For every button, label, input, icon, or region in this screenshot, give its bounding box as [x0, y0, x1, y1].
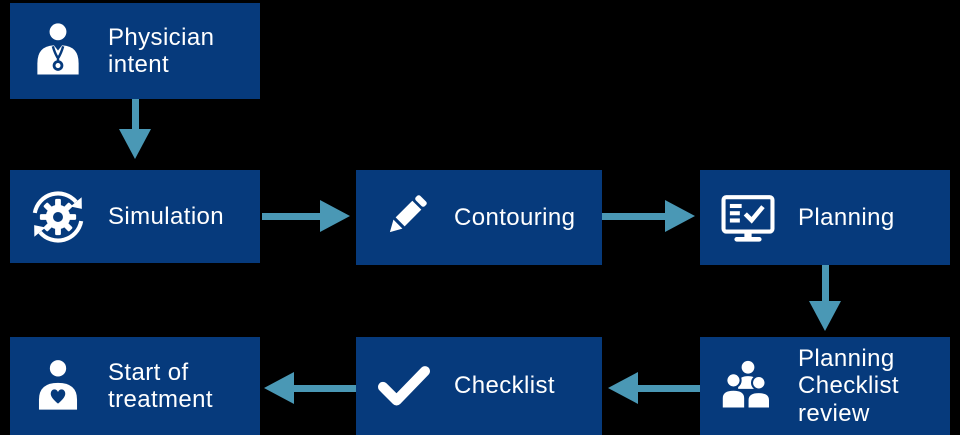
arrow-shaft [131, 99, 139, 129]
arrow-head-left [264, 372, 294, 404]
arrow-head-down [809, 301, 841, 331]
node-label: Planning [798, 203, 895, 231]
arrow-contouring-to-planning [602, 200, 695, 232]
arrow-simulation-to-contouring [262, 200, 350, 232]
arrow-shaft [602, 212, 665, 220]
node-label: Physician intent [108, 23, 215, 78]
people-group-icon [716, 356, 780, 416]
arrow-shaft [262, 212, 320, 220]
arrow-shaft [821, 265, 829, 301]
node-start-of-treatment: Start of treatment [10, 337, 260, 435]
pencil-icon [372, 189, 436, 247]
arrow-planning-to-planning-checklist-review [809, 265, 841, 331]
arrow-head-down [119, 129, 151, 159]
arrow-shaft [294, 384, 356, 392]
node-label: Start of treatment [108, 358, 213, 413]
patient-heart-icon [26, 356, 90, 416]
node-planning-checklist-review: Planning Checklist review [700, 337, 950, 435]
gear-sync-icon [26, 188, 90, 246]
arrow-head-left [608, 372, 638, 404]
node-physician-intent: Physician intent [10, 3, 260, 99]
arrow-head-right [665, 200, 695, 232]
arrow-shaft [638, 384, 700, 392]
arrow-head-right [320, 200, 350, 232]
node-checklist: Checklist [356, 337, 602, 435]
physician-icon [26, 20, 90, 82]
node-label: Simulation [108, 202, 225, 230]
node-label: Planning Checklist review [798, 345, 899, 427]
checkmark-icon [372, 358, 436, 414]
node-label: Checklist [454, 372, 555, 400]
arrow-checklist-to-start-of-treatment [264, 372, 356, 404]
arrow-physician-intent-to-simulation [119, 99, 151, 159]
node-planning: Planning [700, 170, 950, 265]
arrow-planning-checklist-review-to-checklist [608, 372, 700, 404]
monitor-checklist-icon [716, 189, 780, 247]
node-simulation: Simulation [10, 170, 260, 263]
node-label: Contouring [454, 203, 576, 231]
node-contouring: Contouring [356, 170, 602, 265]
